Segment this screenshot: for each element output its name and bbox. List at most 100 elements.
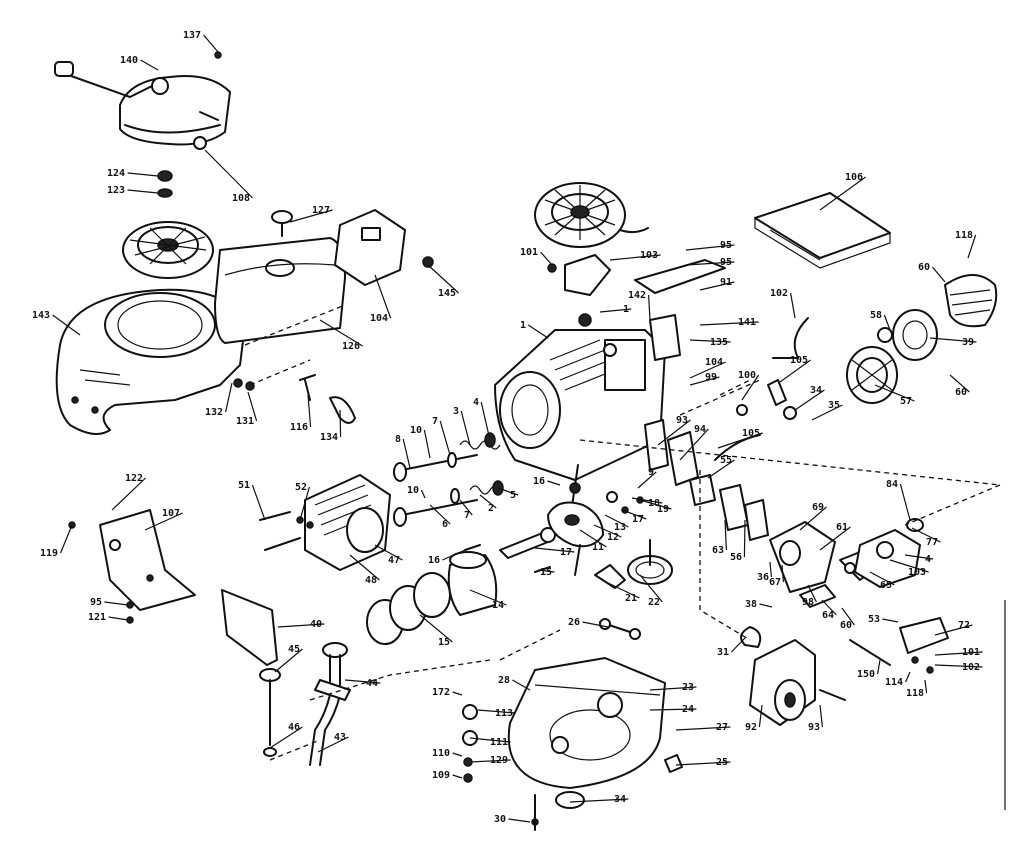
callout-number: 172 [432, 687, 450, 698]
callout-number: 34 [614, 794, 626, 805]
callout-leader [374, 274, 392, 319]
callout-93: 93 [657, 415, 691, 446]
callout-leader [442, 549, 466, 561]
callout-16: 16 [428, 549, 466, 566]
callout-21: 21 [607, 582, 640, 604]
callout-13: 13 [604, 514, 629, 533]
callout-number: 60 [840, 620, 852, 631]
callout-leader [607, 582, 640, 599]
callout-leader [593, 524, 622, 538]
callout-leader [741, 374, 760, 401]
callout-17: 17 [621, 509, 647, 525]
callout-number: 100 [738, 370, 756, 381]
callout-number: 14 [492, 600, 504, 611]
crankshaft [547, 464, 604, 576]
callout-number: 98 [802, 597, 814, 608]
callout-number: 51 [238, 480, 250, 491]
callout-24: 24 [649, 704, 697, 715]
callout-leader [931, 266, 946, 283]
callout-leader [299, 486, 310, 521]
callout-leader [707, 459, 735, 479]
callout-number: 118 [955, 230, 973, 241]
callout-leader [317, 736, 349, 753]
callout-leader [479, 494, 497, 509]
callout-leader [841, 607, 855, 626]
callout-number: 1 [520, 320, 526, 331]
starter-pulley [122, 221, 214, 279]
callout-leader [724, 519, 727, 551]
callout-number: 94 [694, 424, 706, 435]
callout-17: 17 [534, 547, 575, 558]
callout-118: 118 [955, 230, 977, 259]
callout-leader [127, 189, 159, 194]
callout-92: 92 [745, 704, 763, 733]
callout-leader [689, 361, 726, 379]
callout-number: 23 [682, 682, 694, 693]
crankcase-sump [507, 657, 683, 809]
callout-leader [319, 319, 363, 347]
callout-16: 16 [533, 476, 561, 487]
callout-leader [469, 589, 507, 606]
air-filter-box [754, 192, 891, 269]
callout-leader [111, 477, 147, 511]
callout-leader [883, 314, 891, 331]
callout-leader [460, 410, 471, 446]
callout-4: 4 [904, 554, 934, 565]
callout-number: 53 [868, 614, 880, 625]
callout-19: 19 [639, 499, 672, 515]
callout-110: 110 [432, 748, 463, 759]
callout-number: 6 [442, 519, 448, 530]
callout-leader [967, 234, 977, 259]
callout-leader [904, 554, 934, 560]
callout-leader [108, 616, 129, 621]
callout-leader [637, 471, 657, 489]
callout-leader [429, 504, 451, 525]
callout-124: 124 [107, 168, 159, 179]
callout-number: 95 [720, 240, 732, 251]
callout-94: 94 [679, 424, 709, 461]
callout-number: 101 [520, 247, 538, 258]
callout-leader [604, 514, 629, 528]
callout-132: 132 [205, 382, 233, 418]
callout-leader [799, 506, 827, 531]
callout-leader [675, 726, 731, 731]
callout-137: 137 [183, 30, 219, 53]
callout-number: 91 [720, 277, 732, 288]
callout-leader [452, 752, 463, 757]
callout-111: 111 [469, 737, 511, 748]
callout-leader [508, 818, 531, 823]
callout-leader [419, 614, 453, 643]
callout-leader [675, 761, 731, 766]
callout-6: 6 [429, 504, 451, 530]
callout-number: 48 [365, 575, 377, 586]
callout-number: 44 [366, 678, 378, 689]
callout-number: 7 [432, 416, 438, 427]
callout-leader [743, 519, 746, 558]
callout-leader [819, 704, 823, 728]
callout-10: 10 [407, 485, 426, 499]
callout-number: 102 [962, 662, 980, 673]
flywheel [534, 182, 649, 248]
callout-119: 119 [40, 524, 73, 559]
callout-135: 135 [689, 337, 731, 348]
callout-number: 150 [857, 669, 875, 680]
callout-leader [452, 774, 463, 779]
callout-101: 101 [520, 247, 553, 266]
callout-34: 34 [794, 385, 825, 411]
callout-leader [439, 420, 451, 456]
callout-number: 39 [962, 337, 974, 348]
callout-number: 60 [955, 387, 967, 398]
callout-number: 56 [730, 552, 742, 563]
callout-leader [811, 404, 843, 421]
callout-109: 109 [432, 770, 463, 781]
callout-leader [497, 487, 519, 496]
callout-number: 92 [745, 722, 757, 733]
callout-46: 46 [269, 722, 303, 749]
callout-leader [569, 798, 629, 803]
callout-leader [534, 547, 575, 553]
callout-leader [699, 321, 759, 326]
callout-108: 108 [204, 149, 254, 204]
muffler [740, 626, 846, 726]
valve-assembly [393, 432, 504, 527]
callout-number: 3 [453, 406, 459, 417]
